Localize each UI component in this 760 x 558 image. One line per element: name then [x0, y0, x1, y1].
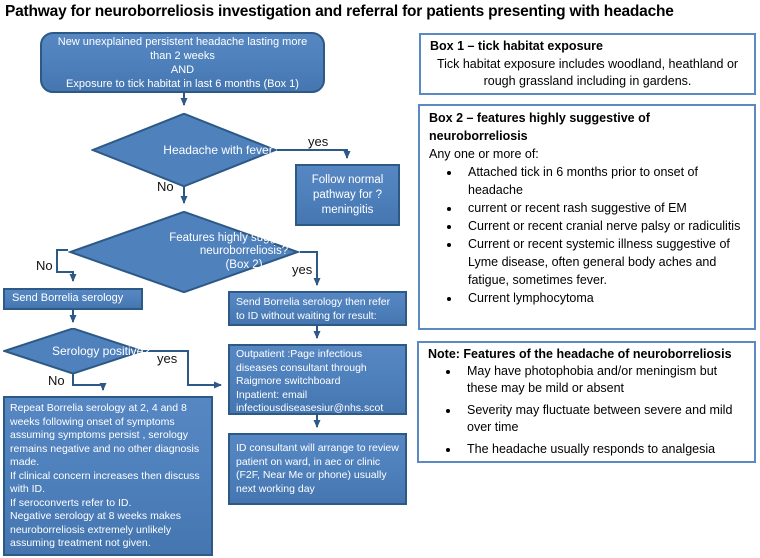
edge-label-no-fever: No	[157, 179, 174, 194]
decision-label: Serology positive?	[51, 344, 151, 358]
edge-label-yes-fever: yes	[308, 134, 329, 149]
panel-body: Tick habitat exposure includes woodland,…	[436, 56, 739, 89]
meningitis-pathway-box: Follow normal pathway for ?meningitis	[295, 164, 400, 226]
box2-bullet: Current or recent cranial nerve palsy or…	[461, 217, 745, 235]
note-bullet: The headache usually responds to analges…	[460, 441, 745, 458]
repeat-box-paragraph: Repeat Borrelia serology at 2, 4 and 8 w…	[10, 402, 200, 468]
box2-bullet: Current lymphocytoma	[461, 289, 745, 307]
refer-box-label: Send Borrelia serology then refer to ID …	[236, 296, 391, 322]
edge-label-no-serology: No	[48, 373, 65, 388]
send-serology-box: Send Borrelia serology	[3, 288, 143, 310]
panel-note-headache-features: Note: Features of the headache of neurob…	[417, 341, 756, 463]
connector-serology-no	[72, 374, 107, 391]
panel-title: Box 2 – features highly suggestive of ne…	[429, 111, 650, 143]
decision-box-ref: (Box 2)	[225, 258, 263, 271]
panel-title: Note: Features of the headache of neurob…	[428, 347, 732, 361]
refer-to-id-box: Send Borrelia serology then refer to ID …	[228, 291, 407, 326]
diamond-shape	[68, 211, 300, 293]
panel-box2-suggestive-features: Box 2 – features highly suggestive of ne…	[418, 104, 756, 330]
diamond-shape	[3, 328, 143, 374]
diamond-shape	[91, 113, 277, 187]
panel-intro: Any one or more of:	[429, 147, 539, 161]
start-box-line: AND	[170, 63, 195, 76]
decision-features-suggestive: Features highly suggestive of neuroborre…	[68, 211, 319, 293]
edge-label-yes-serology: yes	[157, 351, 178, 366]
decision-label: Headache with fever	[163, 142, 273, 157]
repeat-serology-box: Repeat Borrelia serology at 2, 4 and 8 w…	[3, 396, 213, 556]
edge-label-no-features: No	[36, 258, 53, 273]
box2-bullet: current or recent rash suggestive of EM	[461, 199, 745, 217]
edge-label-yes-features: yes	[292, 262, 313, 277]
note-bullet: Severity may fluctuate between severe an…	[460, 402, 745, 436]
contact-outpatient: Outpatient :Page infectious diseases con…	[236, 348, 367, 387]
meningitis-box-label: Follow normal pathway for ?meningitis	[311, 173, 384, 216]
flow-start-box: New unexplained persistent headache last…	[40, 32, 325, 93]
decision-headache-with-fever: Headache with fever	[91, 113, 277, 187]
repeat-box-paragraph: If clinical concern increases then discu…	[10, 469, 200, 496]
send-serology-label: Send Borrelia serology	[12, 292, 124, 304]
decision-serology-positive: Serology positive?	[3, 328, 150, 374]
panel-box1-tick-habitat: Box 1 – tick habitat exposure Tick habit…	[419, 33, 756, 95]
box2-bullet: Current or recent systemic illness sugge…	[461, 235, 745, 289]
page-title: Pathway for neuroborreliosis investigati…	[5, 3, 674, 20]
repeat-box-paragraph: Negative serology at 8 weeks makes neuro…	[10, 510, 181, 549]
id-contact-box: Outpatient :Page infectious diseases con…	[228, 344, 407, 415]
id-box-label: ID consultant will arrange to review pat…	[236, 442, 399, 495]
panel-title: Box 1 – tick habitat exposure	[430, 39, 603, 53]
start-box-line: New unexplained persistent headache last…	[57, 35, 308, 62]
box2-bullet: Attached tick in 6 months prior to onset…	[461, 163, 745, 199]
id-consultant-review-box: ID consultant will arrange to review pat…	[228, 433, 407, 505]
start-box-line: Exposure to tick habitat in last 6 month…	[66, 77, 299, 90]
note-bullet: May have photophobia and/or meningism bu…	[460, 363, 745, 397]
repeat-box-paragraph: If seroconverts refer to ID.	[10, 496, 132, 509]
box2-bullet-list: Attached tick in 6 months prior to onset…	[429, 163, 745, 307]
decision-label: Features highly suggestive of neuroborre…	[169, 231, 319, 258]
note-bullet-list: May have photophobia and/or meningism bu…	[428, 363, 745, 458]
contact-inpatient: Inpatient: email infectiousdiseasesiur@n…	[236, 388, 384, 415]
